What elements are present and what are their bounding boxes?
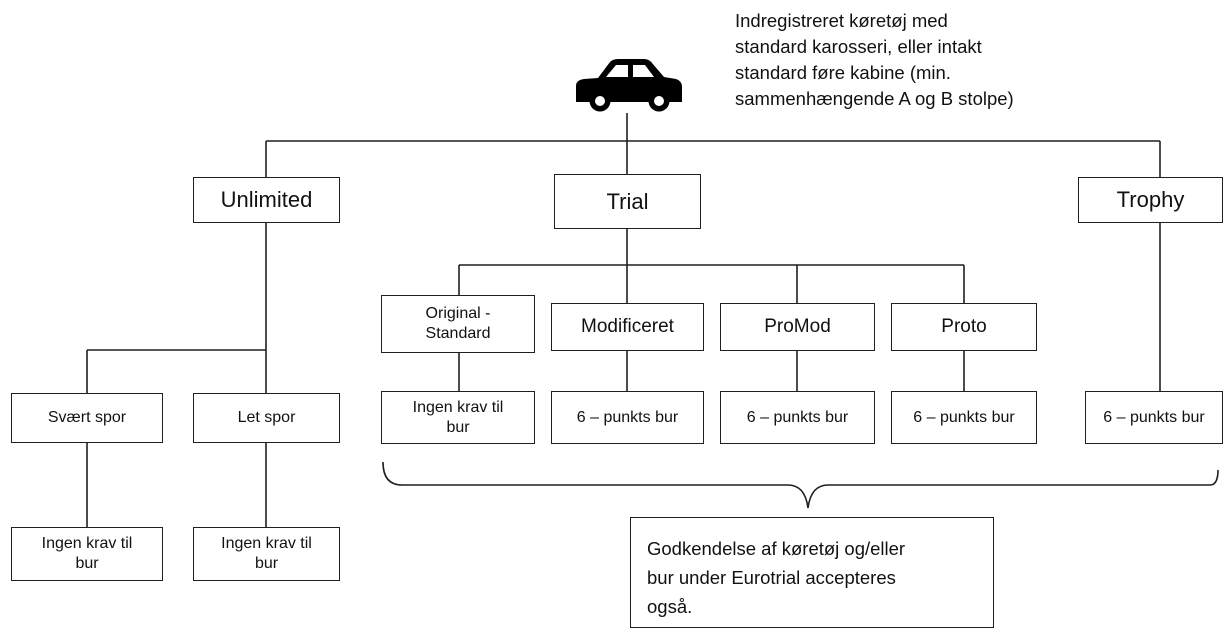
class-trophy-box: Trophy (1078, 177, 1223, 223)
trophy-cage-box: 6 – punkts bur (1085, 391, 1223, 444)
light-cage-label: Ingen krav til bur (221, 535, 312, 572)
eurotrial-approval-note: Godkendelse af køretøj og/eller bur unde… (630, 517, 994, 628)
class-trial-box: Trial (554, 174, 701, 229)
trial-original-label: Original - Standard (425, 305, 491, 342)
trial-promod-box: ProMod (720, 303, 875, 351)
trial-promod-label: ProMod (764, 316, 831, 338)
heavy-cage-box: Ingen krav til bur (11, 527, 163, 581)
class-trophy-label: Trophy (1116, 187, 1185, 213)
trophy-cage-label: 6 – punkts bur (1103, 408, 1205, 426)
car-icon (576, 59, 682, 112)
proto-cage-label: 6 – punkts bur (913, 408, 1015, 426)
class-trial-label: Trial (606, 188, 649, 214)
class-unlimited-box: Unlimited (193, 177, 340, 223)
class-unlimited-label: Unlimited (220, 187, 313, 213)
track-light-box: Let spor (193, 393, 340, 443)
trial-modified-label: Modificeret (581, 316, 674, 338)
trial-modified-box: Modificeret (551, 303, 704, 351)
vehicle-requirement-note: Indregistreret køretøj med standard karo… (735, 10, 1014, 109)
heavy-cage-label: Ingen krav til bur (41, 535, 133, 572)
modified-cage-box: 6 – punkts bur (551, 391, 704, 444)
trial-proto-label: Proto (941, 316, 987, 338)
promod-cage-label: 6 – punkts bur (746, 408, 849, 426)
trial-original-box: Original - Standard (381, 295, 535, 353)
modified-cage-label: 6 – punkts bur (576, 408, 679, 426)
promod-cage-box: 6 – punkts bur (720, 391, 875, 444)
original-cage-label: Ingen krav til bur (412, 398, 504, 436)
track-heavy-label: Svært spor (47, 409, 127, 426)
original-cage-box: Ingen krav til bur (381, 391, 535, 444)
proto-cage-box: 6 – punkts bur (891, 391, 1037, 444)
trial-proto-box: Proto (891, 303, 1037, 351)
light-cage-box: Ingen krav til bur (193, 527, 340, 581)
track-heavy-box: Svært spor (11, 393, 163, 443)
track-light-label: Let spor (237, 409, 296, 426)
